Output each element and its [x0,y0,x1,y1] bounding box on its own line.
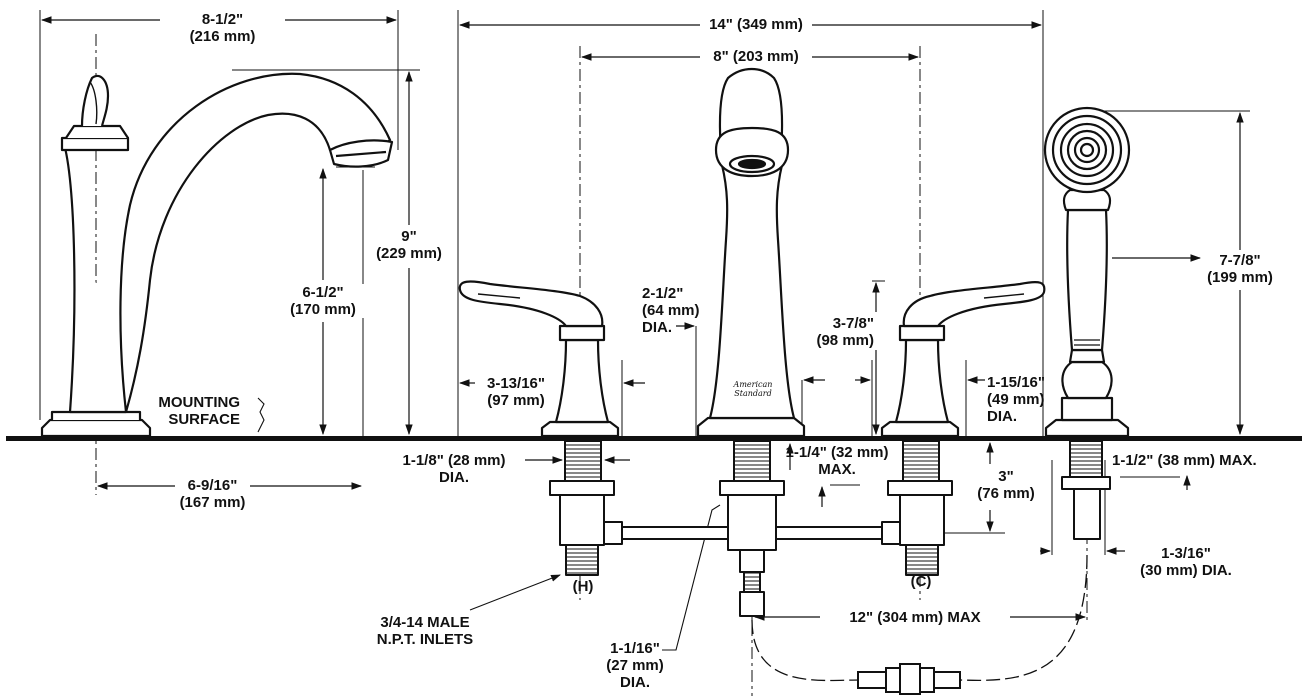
valve-assembly [549,440,1111,617]
mounting-surface-line2: SURFACE [168,411,240,428]
handle-reach-line2: (97 mm) [487,392,545,409]
deck-thickness-dim: 1-1/4" (32 mm) MAX. [772,444,902,478]
brand-logo-line2: Standard [734,389,772,398]
handspray-height-dim: 7-7/8" (199 mm) [1200,252,1280,286]
spout-clearance-line1: 6-1/2" [302,284,344,301]
spout-base-dia-line2: (64 mm) [642,302,700,319]
spout-side-view [40,72,394,438]
handle-base-dia-line1: 1-15/16" [987,374,1045,391]
inlets-line2: N.P.T. INLETS [376,631,474,648]
outlet-dia-dim: 1-1/16" (27 mm) DIA. [600,640,670,691]
spout-clearance-line2: (170 mm) [290,301,356,318]
mounting-surface-label: MOUNTING SURFACE [140,394,240,428]
handspray [1043,106,1131,438]
hose-reach-dim: 12" (304 mm) MAX [820,609,1010,626]
extension-lines [39,10,1250,555]
valve-depth-dim: 3" (76 mm) [968,468,1044,502]
outlet-dia-line3: DIA. [620,674,650,691]
handle-base-dia-line2: (49 mm) [987,391,1045,408]
handle-height-line1: 3-7/8" [832,315,874,332]
handle-base-dia-line3: DIA. [987,408,1017,425]
inlets-label: 3/4-14 MALE N.P.T. INLETS [370,614,480,648]
spout-width-line2: (216 mm) [189,28,256,45]
inlets-line1: 3/4-14 MALE [380,614,470,631]
hose [751,554,1088,682]
spout-height-dim: 9" (229 mm) [368,228,450,262]
mounting-deck [6,436,1302,441]
spout-width-line1: 8-1/2" [201,11,244,28]
hose-dia-line1: 1-3/16" [1161,545,1211,562]
cold-marker: (C) [910,573,932,590]
handle-base-dia-dim: 1-15/16" (49 mm) DIA. [987,374,1067,425]
brand-logo-line1: American [733,380,773,389]
outlet-dia-line2: (27 mm) [606,657,664,674]
handspray-height-line2: (199 mm) [1207,269,1273,286]
spout-height-line2: (229 mm) [376,245,442,262]
hot-marker: (H) [572,578,594,595]
spout-base-dia-line1: 2-1/2" [642,285,684,302]
spout-front-view [696,67,806,438]
deck-thickness-line1: 1-1/4" (32 mm) [785,444,889,461]
spray-deck-max-dim: 1-1/2" (38 mm) MAX. [1112,452,1257,469]
center-spread-dim: 8" (203 mm) [700,48,812,65]
hose-connector [857,663,961,695]
valve-depth-line2: (76 mm) [977,485,1035,502]
overall-width-dim: 14" (349 mm) [700,16,812,33]
spout-reach-line1: 6-9/16" [187,477,238,494]
leader-lines [257,397,721,651]
outlet-dia-line1: 1-1/16" [610,640,660,657]
handle-height-line2: (98 mm) [816,332,874,349]
hot-handle [458,280,620,438]
spout-reach-line2: (167 mm) [179,494,246,511]
handle-reach-dim: 3-13/16" (97 mm) [476,375,556,409]
spout-height-line1: 9" [401,228,417,245]
dimension-lines [40,16,1244,621]
hose-dia-line2: (30 mm) DIA. [1140,562,1232,579]
spout-width-dim: 8-1/2" (216 mm) [160,11,285,45]
handspray-height-line1: 7-7/8" [1219,252,1261,269]
brand-logo: American Standard [726,380,780,398]
spout-clearance-dim: 6-1/2" (170 mm) [280,284,366,318]
spout-reach-dim: 6-9/16" (167 mm) [175,477,250,511]
shank-dia-dim: 1-1/8" (28 mm) DIA. [388,452,520,486]
shank-dia-line2: DIA. [439,469,469,486]
mounting-surface-line1: MOUNTING [158,394,240,411]
spout-base-dia-dim: 2-1/2" (64 mm) DIA. [642,285,702,336]
shank-dia-line1: 1-1/8" (28 mm) [402,452,506,469]
valve-depth-line1: 3" [998,468,1014,485]
spout-base-dia-line3: DIA. [642,319,672,336]
handle-reach-line1: 3-13/16" [487,375,545,392]
hose-dia-dim: 1-3/16" (30 mm) DIA. [1126,545,1246,579]
deck-thickness-line2: MAX. [818,461,856,478]
handle-height-dim: 3-7/8" (98 mm) [808,315,874,349]
cold-handle [880,281,1046,438]
